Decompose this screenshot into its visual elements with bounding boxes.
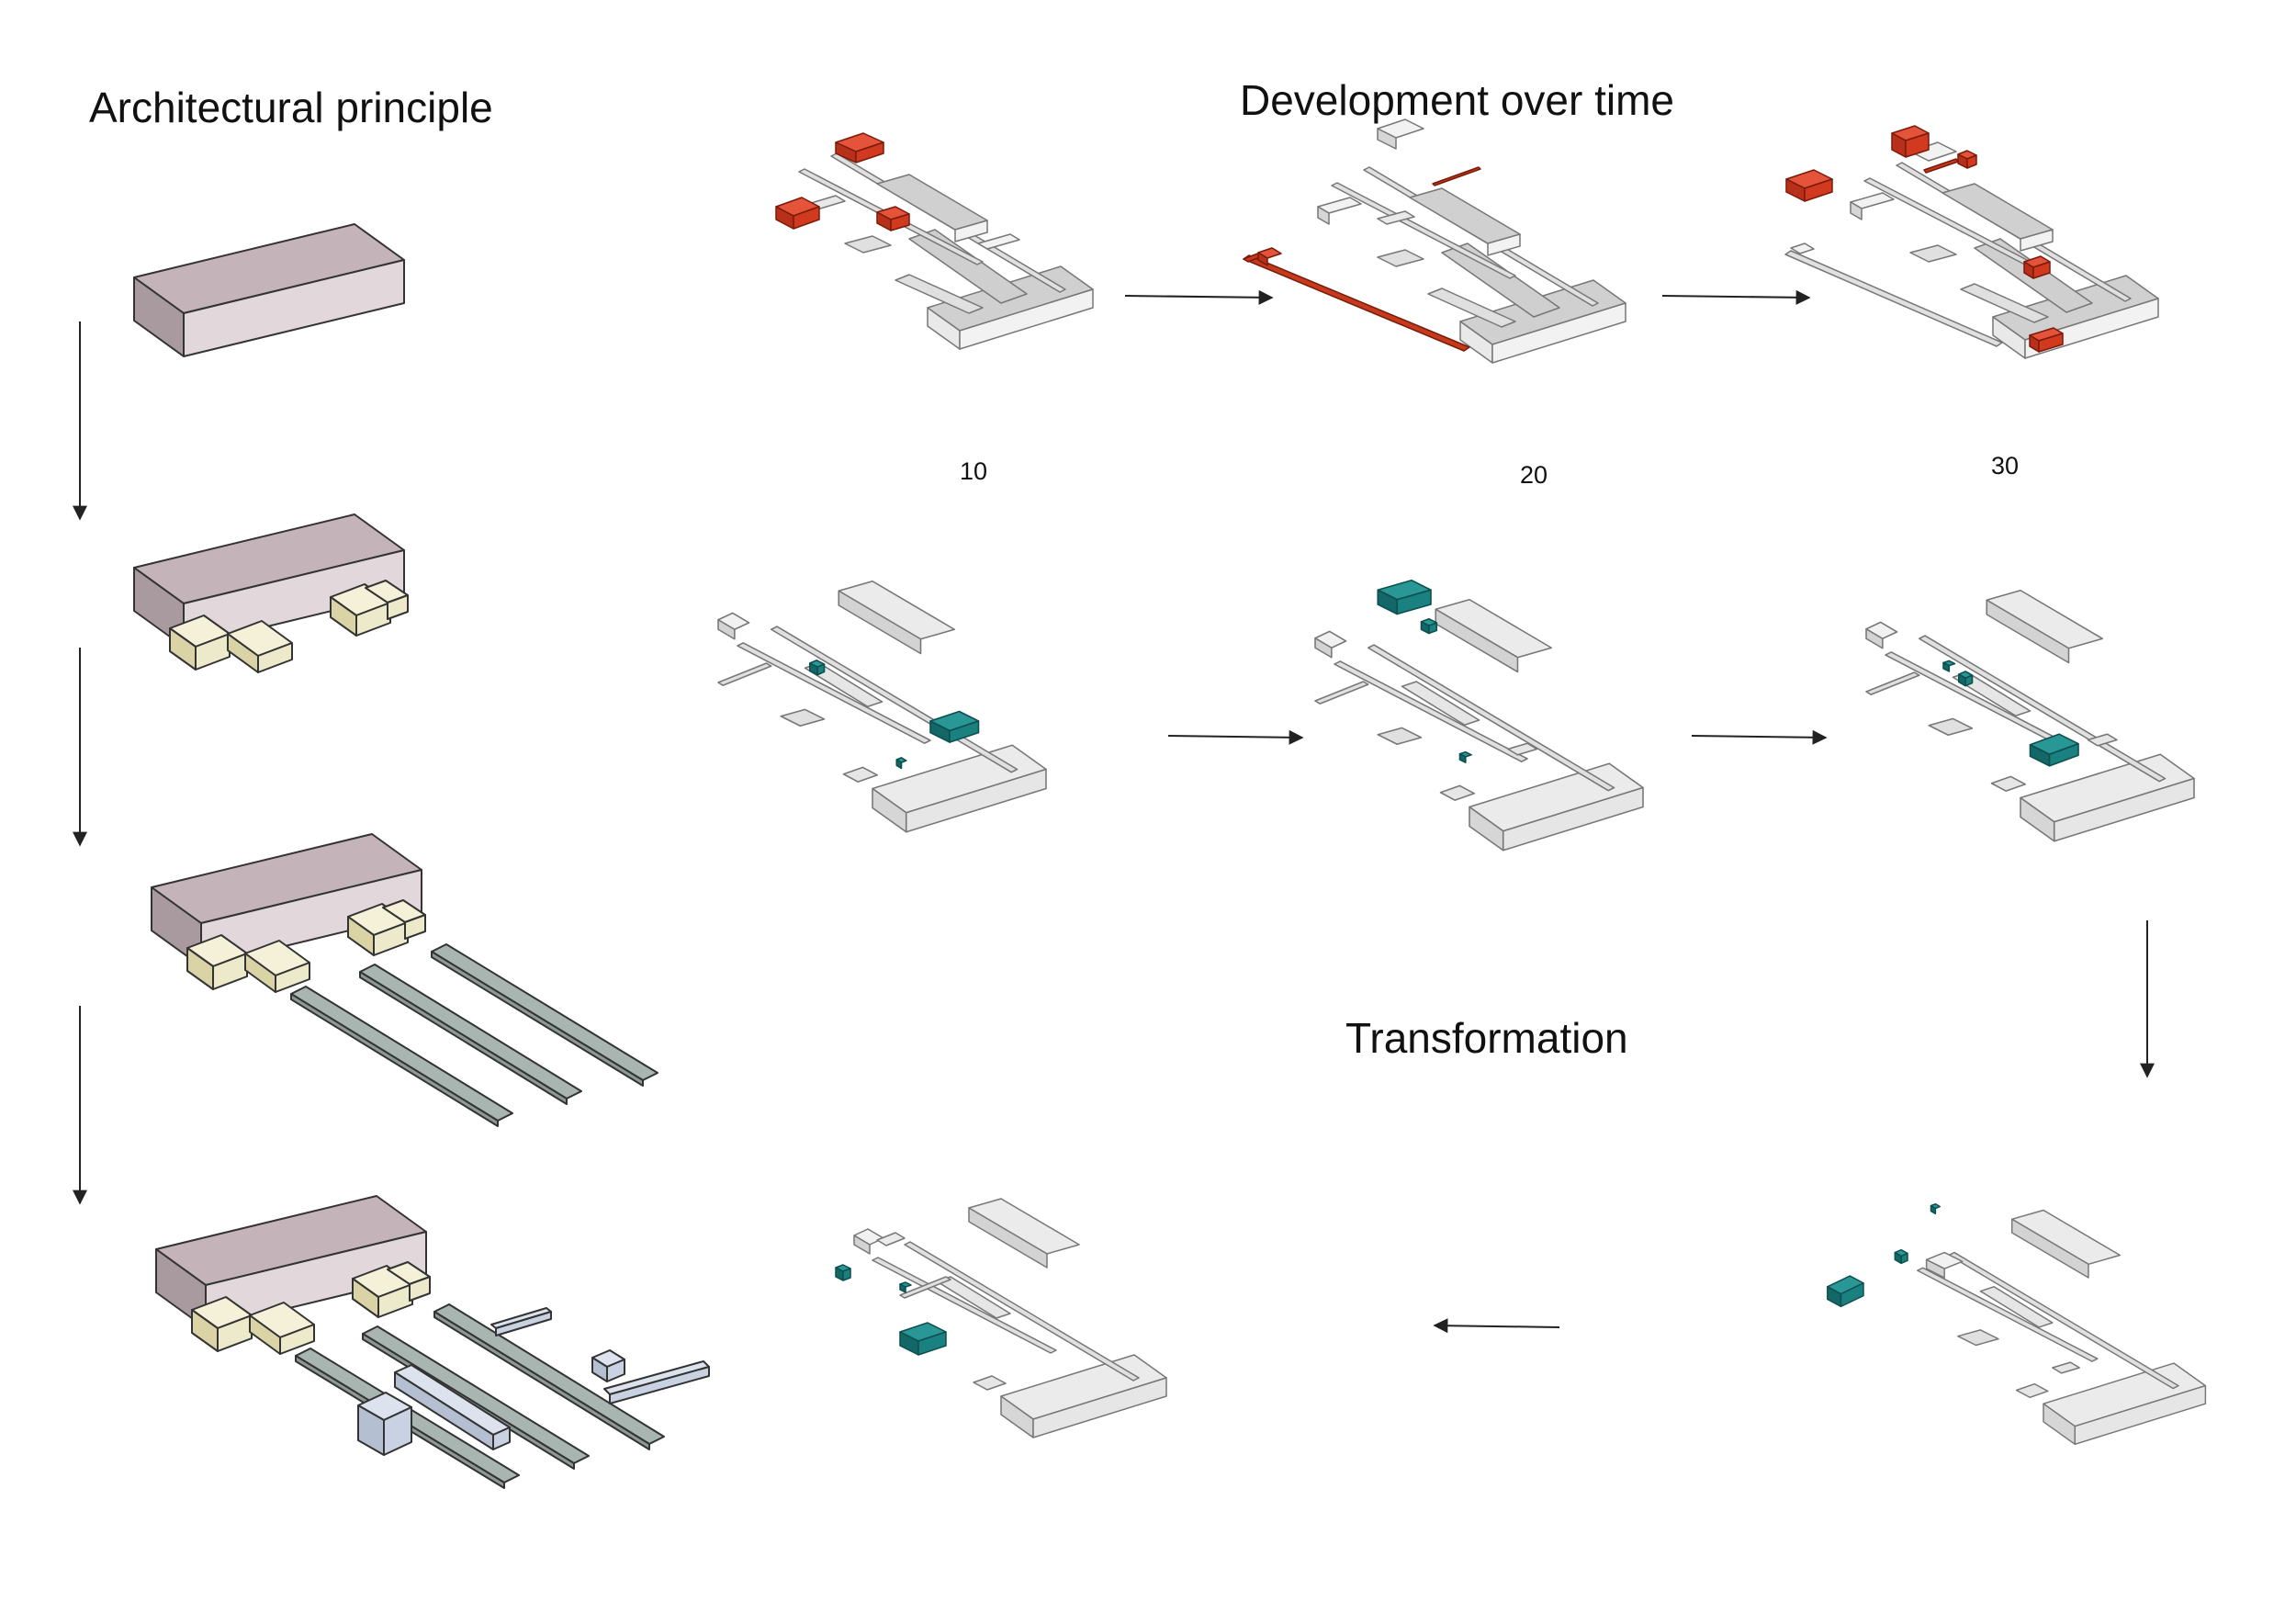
new-teal-volumes (808, 660, 980, 770)
new-teal-volumes (835, 1264, 947, 1356)
transformation-plan-5 (835, 1198, 1167, 1438)
development-over-time-title: Development over time (1240, 76, 1674, 124)
slabs (295, 1303, 665, 1489)
development-arrows (1124, 289, 2155, 1334)
right-arrow-row2-a (1167, 729, 1304, 745)
annex-volumes (191, 1261, 431, 1355)
new-teal-volumes (1942, 660, 2079, 767)
right-arrow-row2-b (1691, 729, 1828, 745)
time-step-label-10: 10 (960, 457, 988, 485)
principle-stage-3 (151, 833, 658, 1127)
development-plan-30 (1784, 125, 2159, 359)
infill-volumes (357, 1307, 710, 1456)
annex-volumes (186, 899, 426, 993)
development-plan-10 (775, 132, 1094, 350)
left-arrow-bottom (1433, 1318, 1560, 1334)
transformation-title: Transformation (1345, 1014, 1628, 1062)
principle-stage-2 (133, 513, 409, 673)
transformation-plan-4 (1827, 1202, 2207, 1446)
transformation-plan-2 (1314, 579, 1644, 851)
architectural-principle-title: Architectural principle (89, 84, 493, 131)
new-teal-volumes (1377, 579, 1472, 763)
new-red-elements (1243, 166, 1481, 352)
transformation-plan-1 (717, 580, 1047, 833)
time-step-label-30: 30 (1991, 452, 2020, 479)
right-arrow-row1-b (1661, 289, 1811, 305)
development-plan-20 (1243, 118, 1626, 364)
time-step-label-20: 20 (1520, 461, 1548, 489)
right-arrow-row1-a (1124, 289, 1274, 305)
new-teal-volumes (1827, 1202, 1941, 1308)
annex-volumes (169, 580, 409, 673)
transformation-plan-3 (1865, 589, 2195, 842)
principle-stage-4 (155, 1195, 710, 1489)
new-red-volumes (1785, 125, 2064, 353)
slabs (290, 943, 658, 1127)
principle-stage-1 (133, 223, 405, 357)
new-red-volumes (775, 132, 910, 231)
